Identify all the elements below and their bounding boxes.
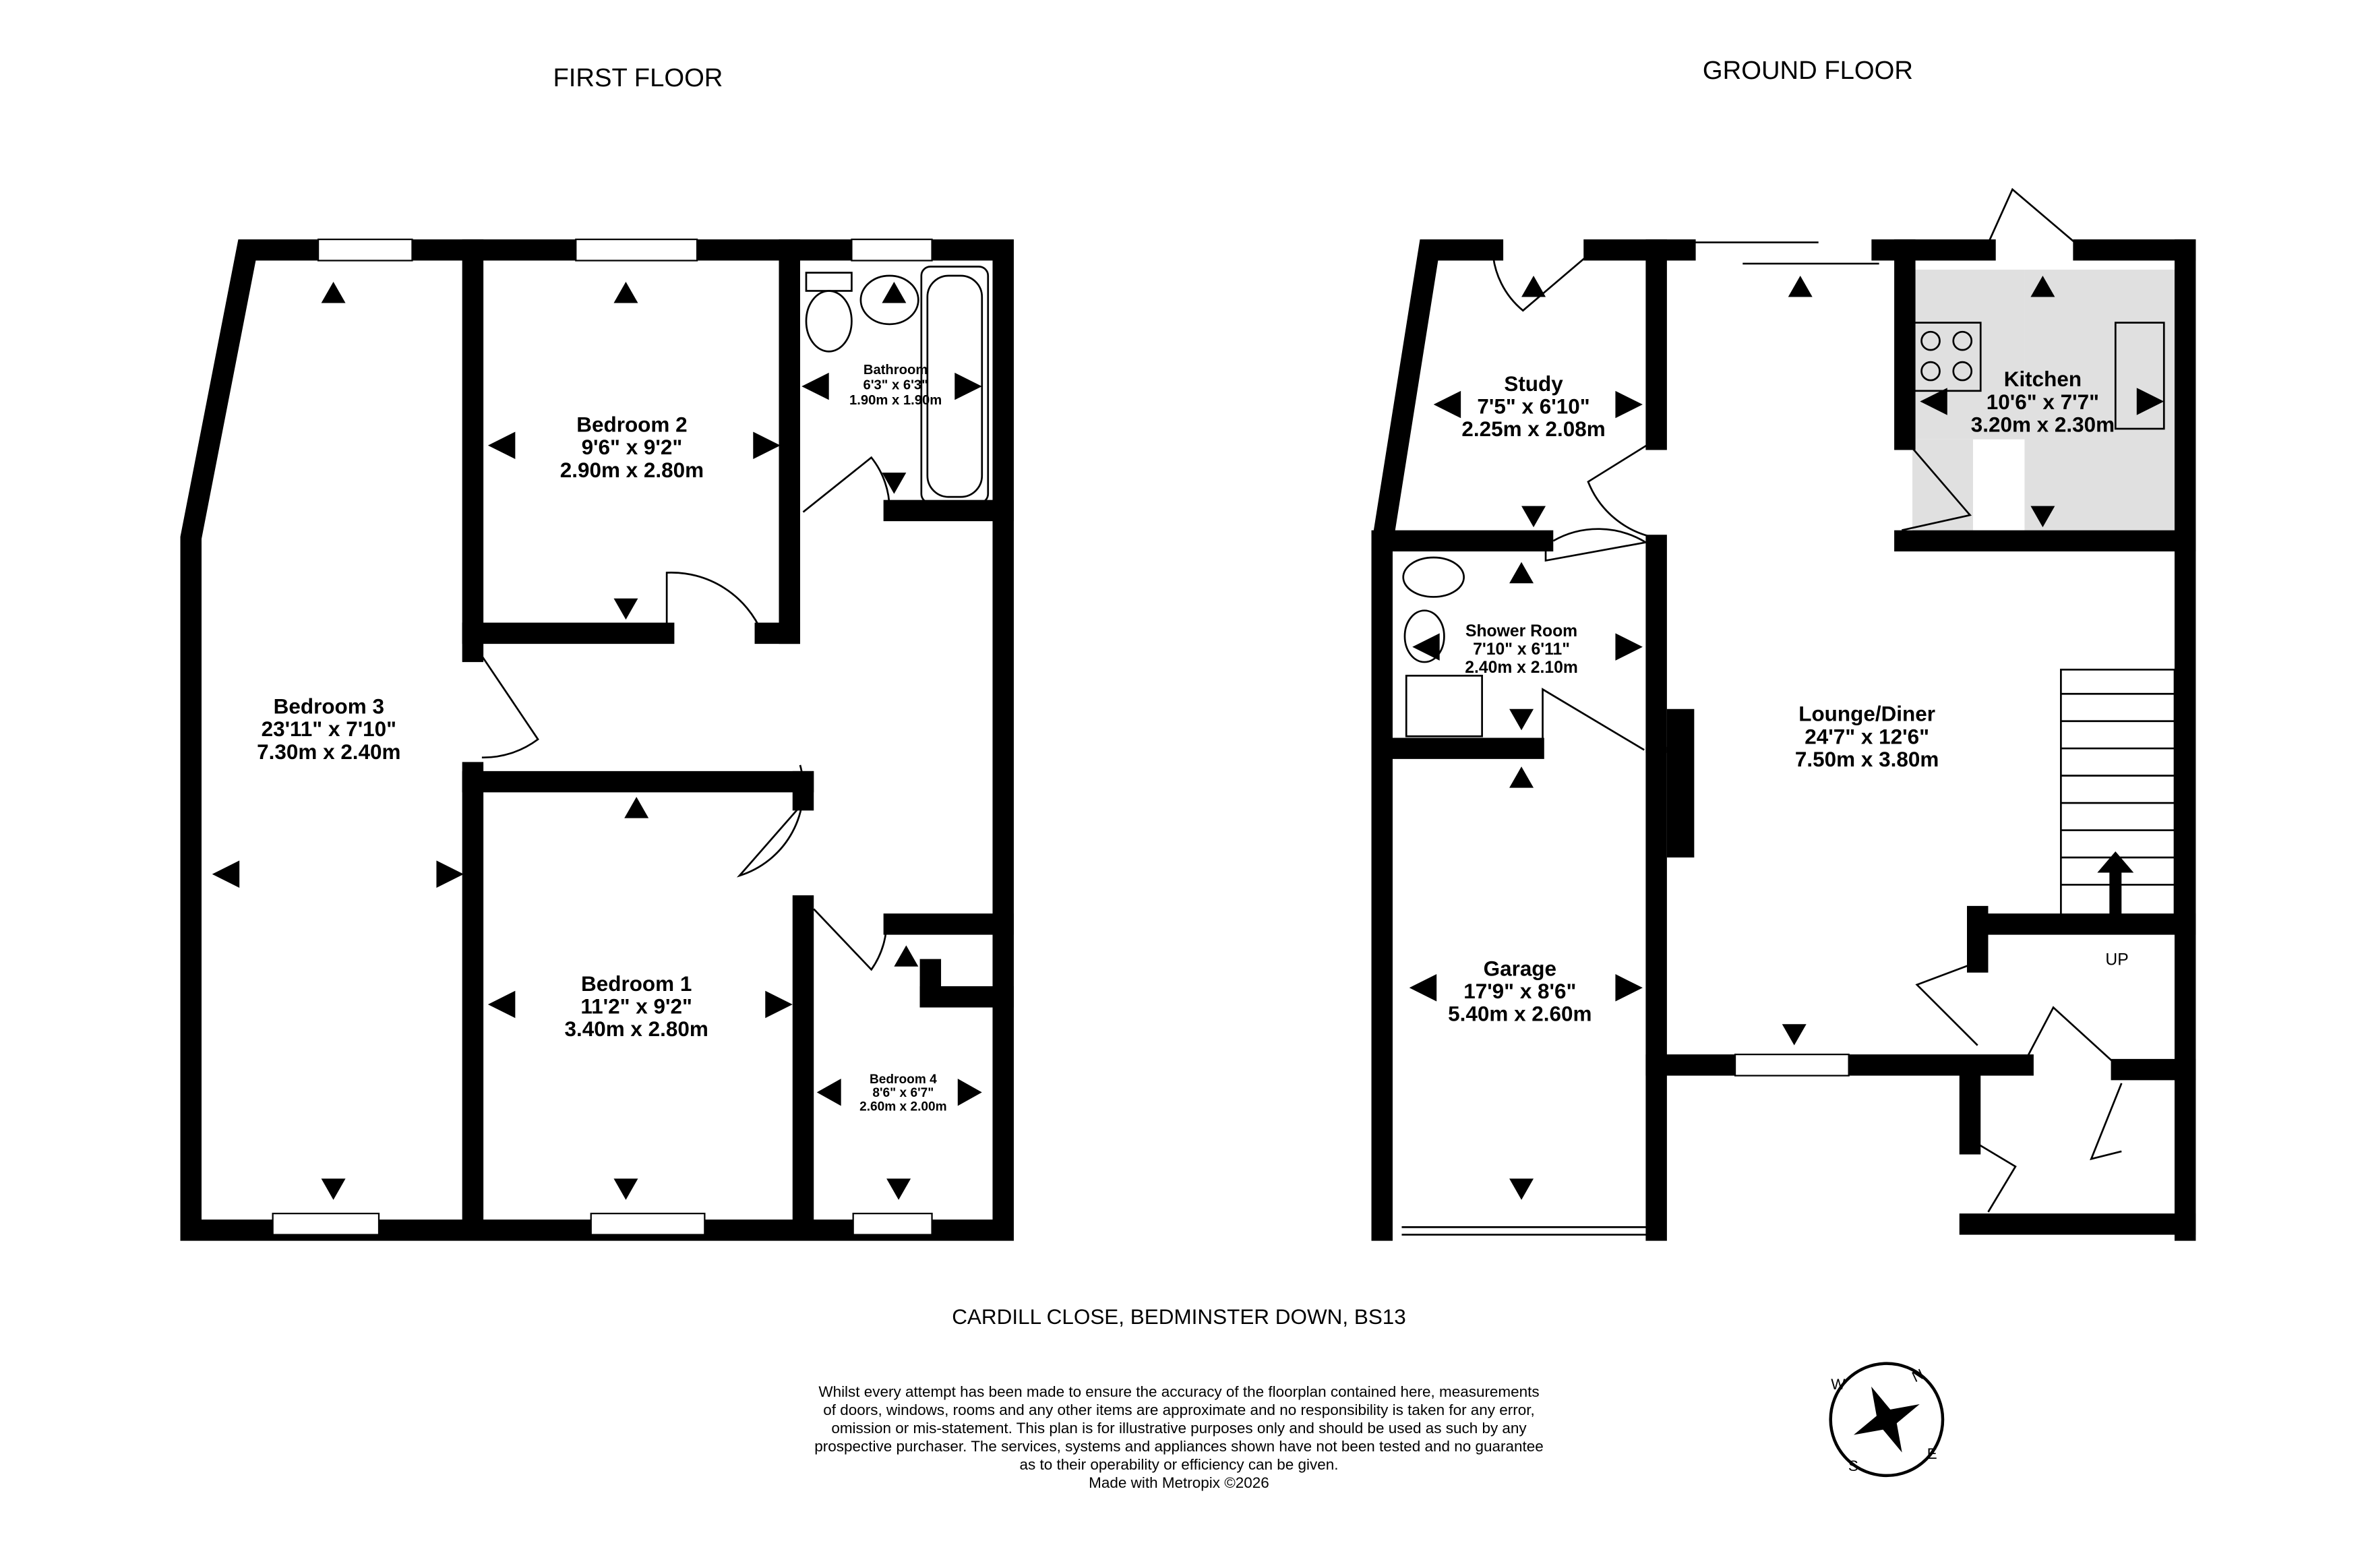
room-shower-room: Shower Room 7'10" x 6'11" 2.40m x 2.10m	[1465, 622, 1578, 677]
room-study: Study 7'5" x 6'10" 2.25m x 2.08m	[1461, 372, 1605, 441]
disclaimer-line: Made with Metropix ©2026	[1089, 1474, 1269, 1491]
ground-floor-arrows	[1409, 276, 2164, 1200]
room-metric: 7.50m x 3.80m	[1795, 748, 1939, 771]
room-bedroom-2: Bedroom 2 9'6" x 9'2" 2.90m x 2.80m	[560, 413, 704, 481]
compass-e: E	[1927, 1445, 1937, 1462]
room-name: Study	[1504, 372, 1563, 396]
room-bedroom-3: Bedroom 3 23'11" x 7'10" 7.30m x 2.40m	[257, 695, 400, 764]
room-name: Bedroom 4	[870, 1073, 937, 1087]
room-metric: 5.40m x 2.60m	[1448, 1002, 1592, 1026]
room-lounge-diner: Lounge/Diner 24'7" x 12'6" 7.50m x 3.80m	[1795, 702, 1939, 771]
address: CARDILL CLOSE, BEDMINSTER DOWN, BS13	[952, 1305, 1406, 1329]
disclaimer: Whilst every attempt has been made to en…	[814, 1383, 1543, 1491]
ground-floor-title: GROUND FLOOR	[1703, 56, 1913, 85]
disclaimer-line: of doors, windows, rooms and any other i…	[823, 1401, 1534, 1418]
room-imperial: 11'2" x 9'2"	[580, 994, 692, 1018]
room-imperial: 23'11" x 7'10"	[262, 717, 397, 741]
compass-w: W	[1831, 1376, 1846, 1393]
room-garage: Garage 17'9" x 8'6" 5.40m x 2.60m	[1448, 957, 1592, 1025]
room-metric: 3.20m x 2.30m	[1971, 413, 2115, 436]
room-imperial: 24'7" x 12'6"	[1805, 725, 1929, 748]
room-imperial: 7'5" x 6'10"	[1477, 395, 1589, 419]
disclaimer-line: omission or mis-statement. This plan is …	[831, 1420, 1527, 1437]
room-imperial: 8'6" x 6'7"	[872, 1086, 934, 1100]
staircase	[2060, 668, 2176, 926]
ground-floor-walls	[1371, 187, 2196, 1241]
disclaimer-line: prospective purchaser. The services, sys…	[814, 1438, 1543, 1455]
room-metric: 2.25m x 2.08m	[1461, 417, 1605, 441]
room-imperial: 7'10" x 6'11"	[1473, 640, 1570, 659]
room-name: Garage	[1484, 957, 1556, 980]
room-name: Shower Room	[1465, 622, 1577, 640]
first-floor-title: FIRST FLOOR	[553, 63, 723, 92]
room-name: Kitchen	[2004, 367, 2082, 391]
room-bathroom: Bathroom 6'3" x 6'3" 1.90m x 1.90m	[849, 363, 942, 408]
room-metric: 2.60m x 2.00m	[859, 1099, 947, 1114]
room-bedroom-4: Bedroom 4 8'6" x 6'7" 2.60m x 2.00m	[859, 1073, 947, 1114]
disclaimer-line: as to their operability or efficiency ca…	[1019, 1456, 1338, 1473]
room-metric: 1.90m x 1.90m	[849, 393, 942, 408]
room-imperial: 17'9" x 8'6"	[1463, 979, 1576, 1003]
compass-icon: N E S W	[1829, 1362, 1945, 1478]
room-kitchen: Kitchen 10'6" x 7'7" 3.20m x 2.30m	[1971, 367, 2115, 436]
room-imperial: 6'3" x 6'3"	[863, 378, 928, 393]
room-name: Bedroom 1	[581, 972, 692, 996]
kitchen-floor	[1912, 270, 2025, 440]
room-imperial: 10'6" x 7'7"	[1987, 390, 2099, 414]
room-bedroom-1: Bedroom 1 11'2" x 9'2" 3.40m x 2.80m	[565, 972, 708, 1041]
compass-n: N	[1910, 1366, 1927, 1386]
first-floor-walls	[180, 238, 1014, 1241]
disclaimer-line: Whilst every attempt has been made to en…	[818, 1383, 1539, 1400]
room-name: Bedroom 2	[576, 413, 687, 436]
room-name: Lounge/Diner	[1798, 702, 1935, 726]
room-metric: 2.90m x 2.80m	[560, 458, 704, 482]
room-name: Bathroom	[863, 363, 928, 378]
compass-s: S	[1848, 1457, 1858, 1474]
room-metric: 3.40m x 2.80m	[565, 1017, 708, 1041]
room-metric: 2.40m x 2.10m	[1465, 659, 1578, 677]
first-floor-arrows	[212, 282, 982, 1200]
room-name: Bedroom 3	[274, 695, 384, 719]
stairs-up-label: UP	[2105, 951, 2128, 969]
room-imperial: 9'6" x 9'2"	[582, 435, 683, 459]
room-metric: 7.30m x 2.40m	[257, 740, 400, 764]
